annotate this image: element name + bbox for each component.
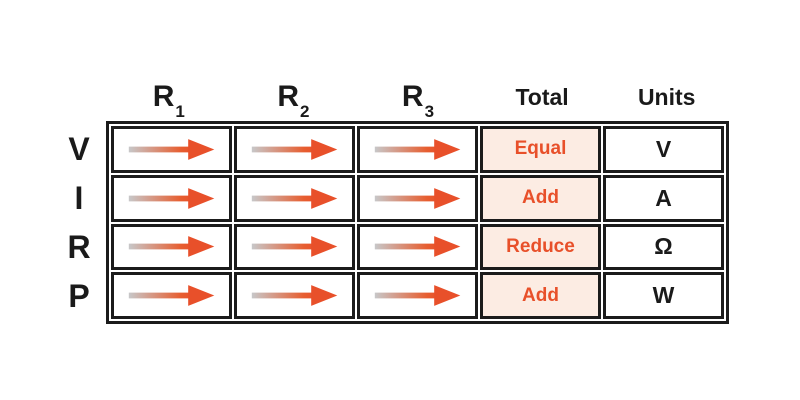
row-labels: V I R P [56,121,102,324]
right-arrow-icon [251,139,337,160]
arrow-cell [111,126,232,173]
arrow-cell [234,174,355,222]
right-arrow-icon [374,236,460,258]
total-cell: Equal [480,126,601,173]
right-arrow-icon [374,187,460,209]
right-arrow-icon [128,139,214,160]
arrow-cell [357,223,478,271]
row-label-i: I [74,180,84,217]
table-grid: Equal V Add A Reduce [111,126,724,319]
header-label: R [152,80,175,113]
arrow-cell [234,272,355,319]
arrow-cell [111,223,232,271]
total-cell: Add [480,272,601,319]
arrow-cell [111,174,232,222]
unit-cell: W [603,272,724,319]
right-arrow-icon [128,187,214,209]
row-label-v: V [68,131,90,168]
column-header-units: Units [604,62,729,112]
unit-cell: A [603,174,724,222]
right-arrow-icon [128,285,214,306]
header-label: R [401,80,424,113]
right-arrow-icon [374,285,460,306]
table-frame: Equal V Add A Reduce [106,121,729,324]
header-label: R [277,80,299,113]
total-cell: Reduce [480,223,601,271]
arrow-cell [357,174,478,222]
header-subscript: 3 [424,102,435,121]
right-arrow-icon [374,139,460,160]
unit-cell: V [603,126,724,173]
arrow-cell [234,223,355,271]
header-subscript: 2 [299,102,310,121]
column-header-total: Total [480,62,605,112]
arrow-cell [234,126,355,173]
row-label-r: R [67,228,91,265]
total-cell: Add [480,174,601,222]
row-label-p: P [68,277,90,314]
header-subscript: 1 [175,102,185,121]
arrow-cell [357,126,478,173]
right-arrow-icon [128,236,214,258]
unit-cell: Ω [603,223,724,271]
right-arrow-icon [251,285,337,306]
header-label: Total [515,84,569,110]
right-arrow-icon [251,236,337,258]
arrow-cell [357,272,478,319]
header-label: Units [637,84,696,110]
right-arrow-icon [251,187,337,209]
arrow-cell [111,272,232,319]
